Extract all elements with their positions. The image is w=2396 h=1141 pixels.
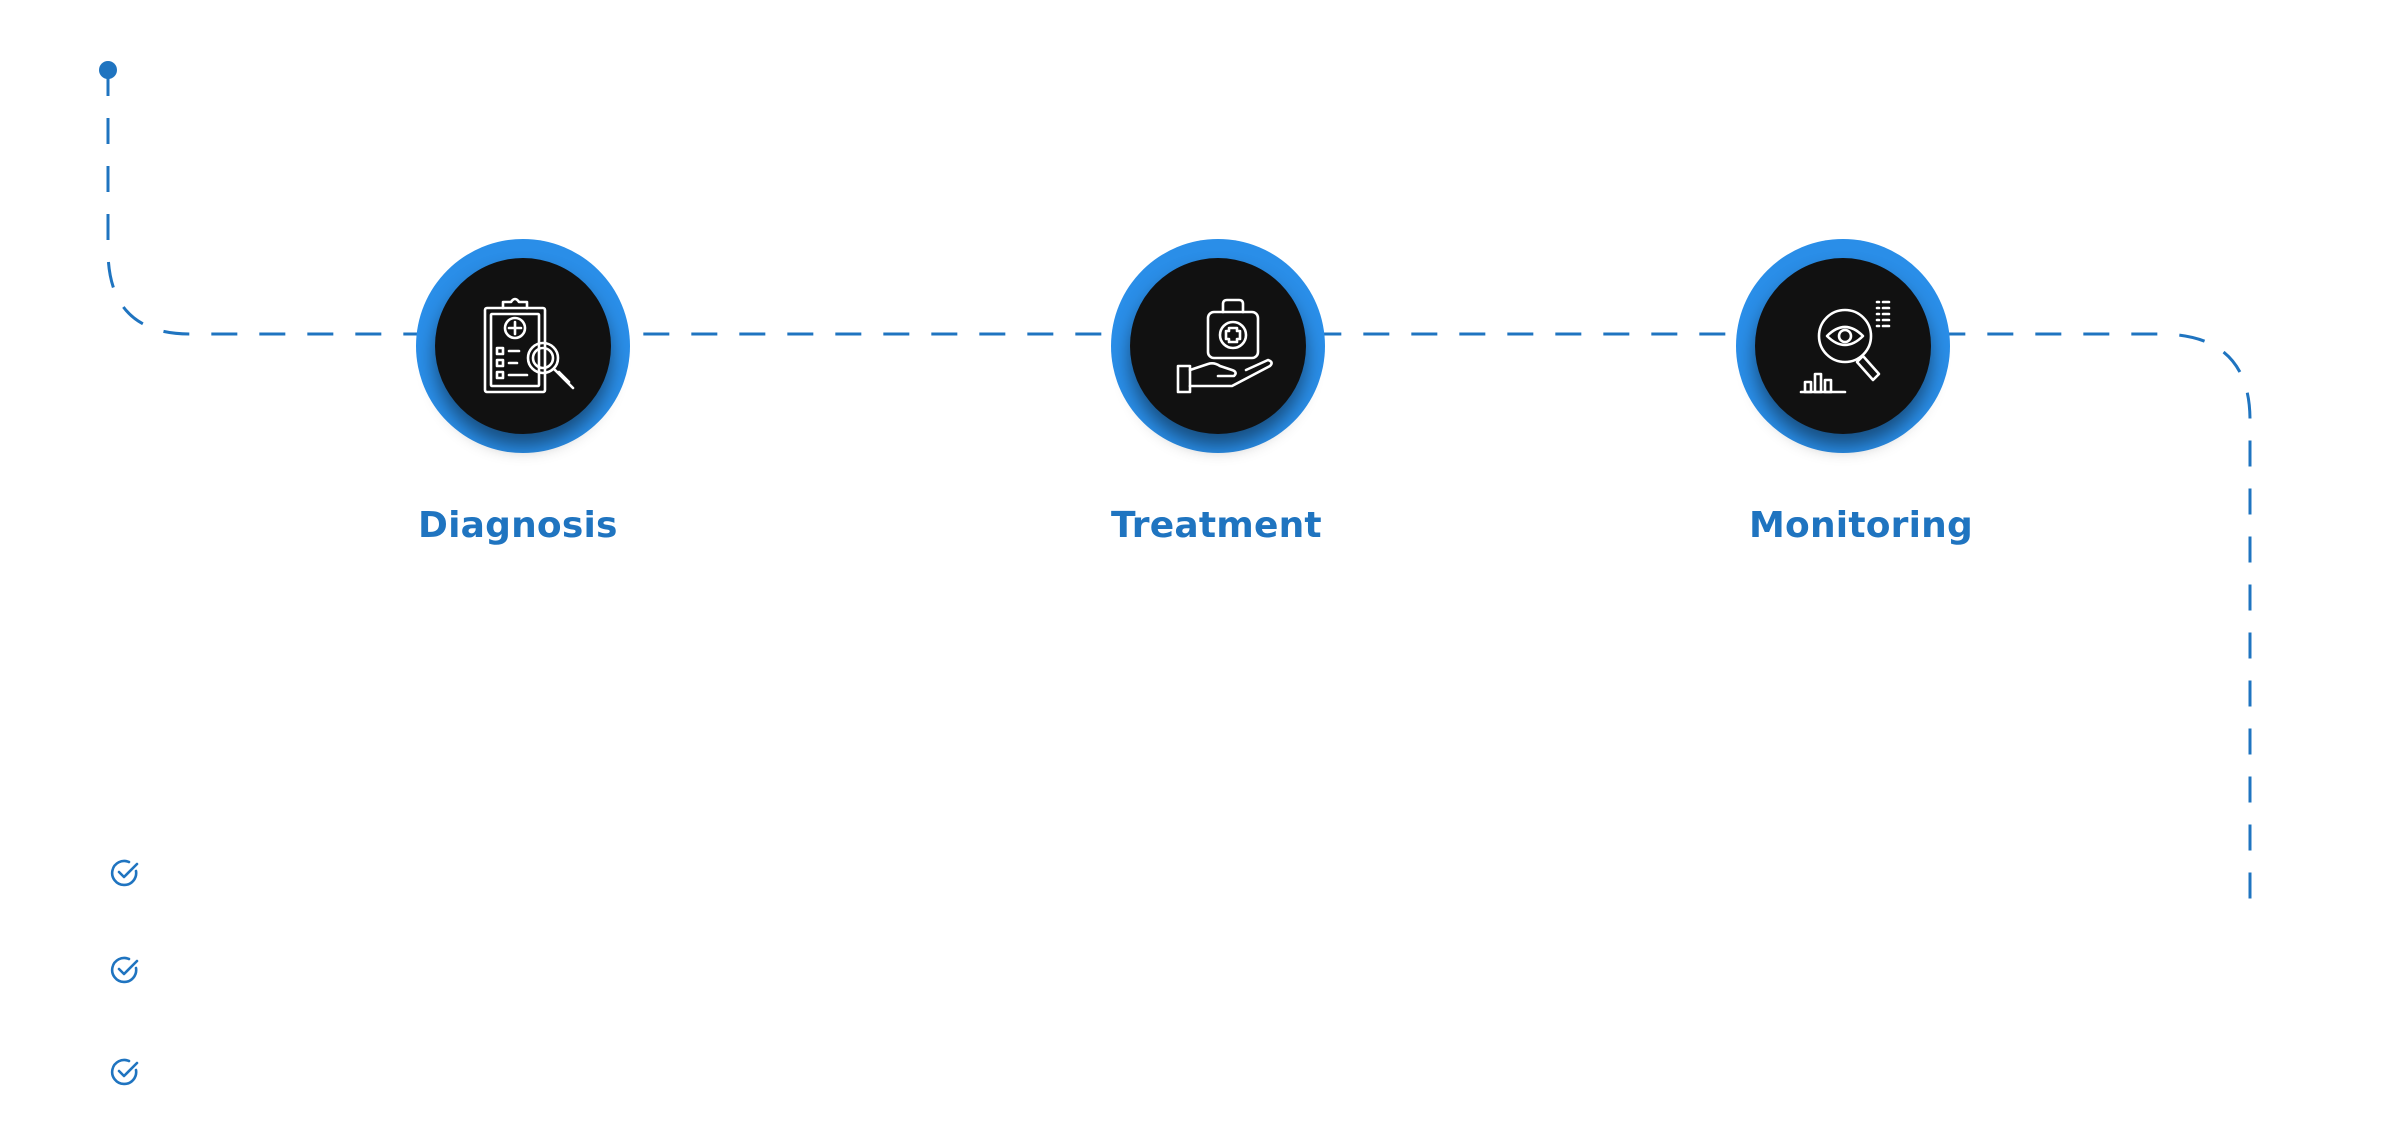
step-label: Monitoring <box>1749 505 1973 546</box>
step-label: Diagnosis <box>418 505 618 546</box>
connector-path <box>106 70 2252 912</box>
clipboard-magnifier-icon <box>483 297 575 394</box>
step-treatment-circle <box>1111 239 1325 453</box>
step-label: Treatment <box>1111 505 1322 546</box>
step-treatment-core <box>1130 258 1306 434</box>
check-circle-icon <box>110 859 139 887</box>
step-monitoring-core <box>1755 258 1931 434</box>
check-circle-icon <box>110 1058 139 1086</box>
medical-kit-hand-icon <box>1176 298 1273 394</box>
step-monitoring-circle <box>1736 239 1950 453</box>
step-diagnosis-core <box>435 258 611 434</box>
check-circle-icon <box>110 956 139 984</box>
step-diagnosis-circle <box>416 239 630 453</box>
eye-magnifier-chart-icon <box>1799 300 1891 394</box>
